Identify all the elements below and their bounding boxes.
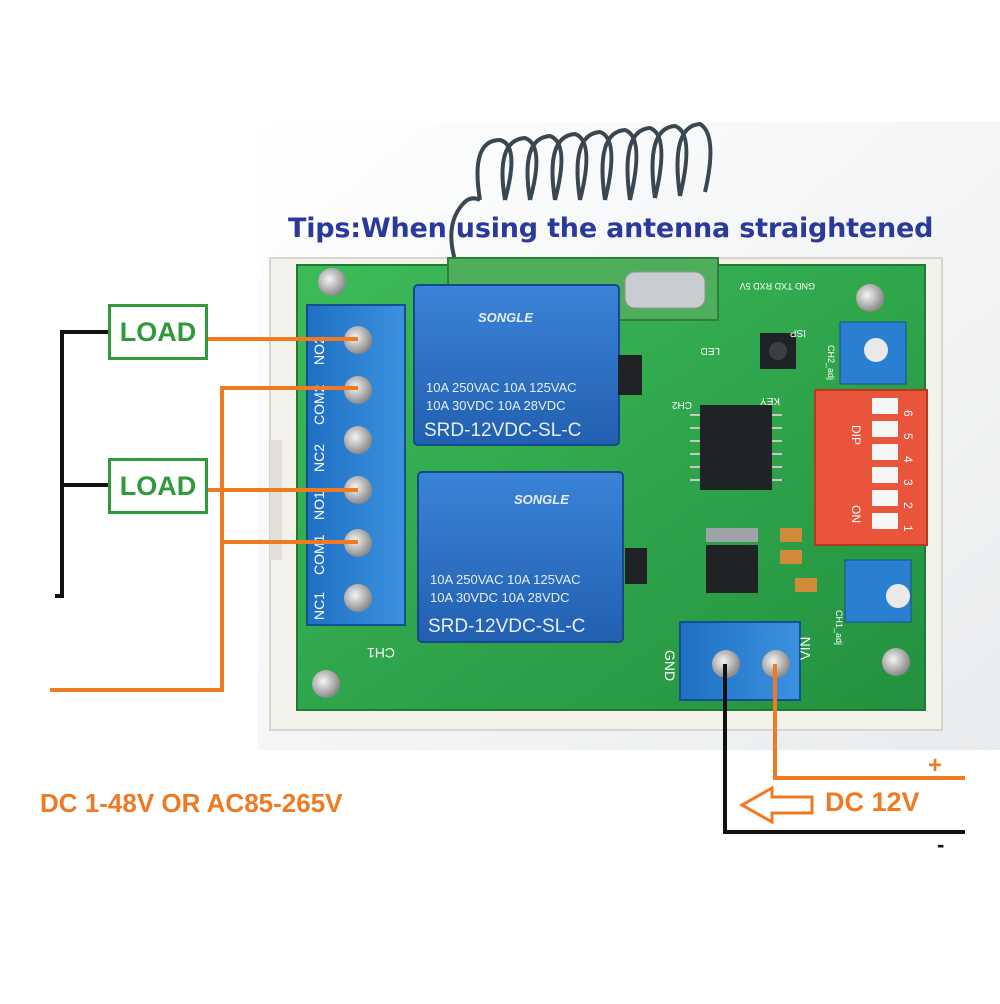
svg-text:5: 5 [901, 433, 915, 440]
dip-levers [872, 398, 898, 529]
svg-text:ON: ON [849, 505, 863, 523]
svg-text:LED: LED [701, 345, 720, 356]
load-supply-label: DC 1-48V OR AC85-265V [40, 788, 343, 818]
svg-text:NC1: NC1 [311, 592, 327, 620]
svg-text:10A 250VAC 10A 125VAC: 10A 250VAC 10A 125VAC [430, 572, 581, 587]
dip-switch [814, 389, 928, 546]
svg-text:10A 250VAC 10A 125VAC: 10A 250VAC 10A 125VAC [426, 380, 577, 395]
voltage-regulator [706, 545, 758, 593]
svg-text:CH2: CH2 [672, 399, 692, 410]
svg-text:KEY: KEY [760, 395, 780, 406]
svg-text:ISP: ISP [790, 327, 806, 338]
transistor-ch2 [618, 355, 642, 395]
svg-text:COM1: COM1 [311, 534, 327, 575]
svg-text:3: 3 [901, 479, 915, 486]
antenna-coil [449, 121, 713, 261]
relay-ch1-print: SONGLE 10A 250VAC 10A 125VAC 10A 30VDC 1… [428, 492, 585, 637]
negative-sign: - [937, 832, 945, 857]
pcb-silkscreen: CH1 CH2 GND VIN KEY LED ISP DIP ON CH1_a… [367, 281, 863, 681]
vin-wire [773, 664, 965, 780]
relay-ch1 [417, 471, 624, 643]
svg-text:NO1: NO1 [311, 491, 327, 520]
svg-text:SONGLE: SONGLE [478, 310, 533, 325]
orange-load-wires [50, 337, 358, 692]
svg-text:SRD-12VDC-SL-C: SRD-12VDC-SL-C [424, 420, 581, 441]
mounting-screws [312, 268, 910, 698]
dip-numbers: 6 5 4 3 2 1 [901, 410, 915, 532]
svg-text:CH1_adj: CH1_adj [834, 610, 844, 645]
svg-text:GND: GND [662, 650, 678, 681]
output-terminal-block [306, 304, 406, 626]
svg-text:SONGLE: SONGLE [514, 492, 569, 507]
svg-text:GND TXD RXD 5V: GND TXD RXD 5V [740, 281, 815, 291]
svg-text:CH2_adj: CH2_adj [826, 345, 836, 380]
svg-text:10A 30VDC 10A 28VDC: 10A 30VDC 10A 28VDC [426, 398, 565, 413]
relay-ch2-print: SONGLE 10A 250VAC 10A 125VAC 10A 30VDC 1… [424, 310, 581, 441]
svg-text:CH1: CH1 [367, 645, 395, 661]
svg-text:DIP: DIP [849, 425, 863, 445]
antenna-tip: Tips:When using the antenna straightened [288, 213, 934, 244]
svg-text:10A 30VDC 10A 28VDC: 10A 30VDC 10A 28VDC [430, 590, 569, 605]
svg-text:VIN: VIN [797, 637, 813, 660]
transistor-ch1 [625, 548, 647, 584]
board-supply-label: DC 12V [825, 787, 920, 817]
base-notch [270, 440, 282, 560]
positive-sign: + [928, 752, 943, 779]
black-load-wires [55, 330, 108, 598]
chip-pins [690, 414, 782, 481]
gnd-wire [723, 664, 965, 834]
microcontroller-chip [700, 405, 772, 490]
load-box-2: LOAD [108, 458, 208, 514]
svg-text:6: 6 [901, 410, 915, 417]
svg-text:2: 2 [901, 502, 915, 509]
svg-text:COM2: COM2 [311, 384, 327, 425]
svg-text:NO2: NO2 [311, 336, 327, 365]
crystal-can [624, 271, 706, 309]
input-arrow-icon [738, 785, 814, 825]
svg-text:4: 4 [901, 456, 915, 463]
svg-text:SRD-12VDC-SL-C: SRD-12VDC-SL-C [428, 616, 585, 637]
load-box-1: LOAD [108, 304, 208, 360]
terminal-labels: NO2 COM2 NC2 NO1 COM1 NC1 [311, 336, 327, 620]
svg-text:NC2: NC2 [311, 444, 327, 472]
svg-text:1: 1 [901, 525, 915, 532]
